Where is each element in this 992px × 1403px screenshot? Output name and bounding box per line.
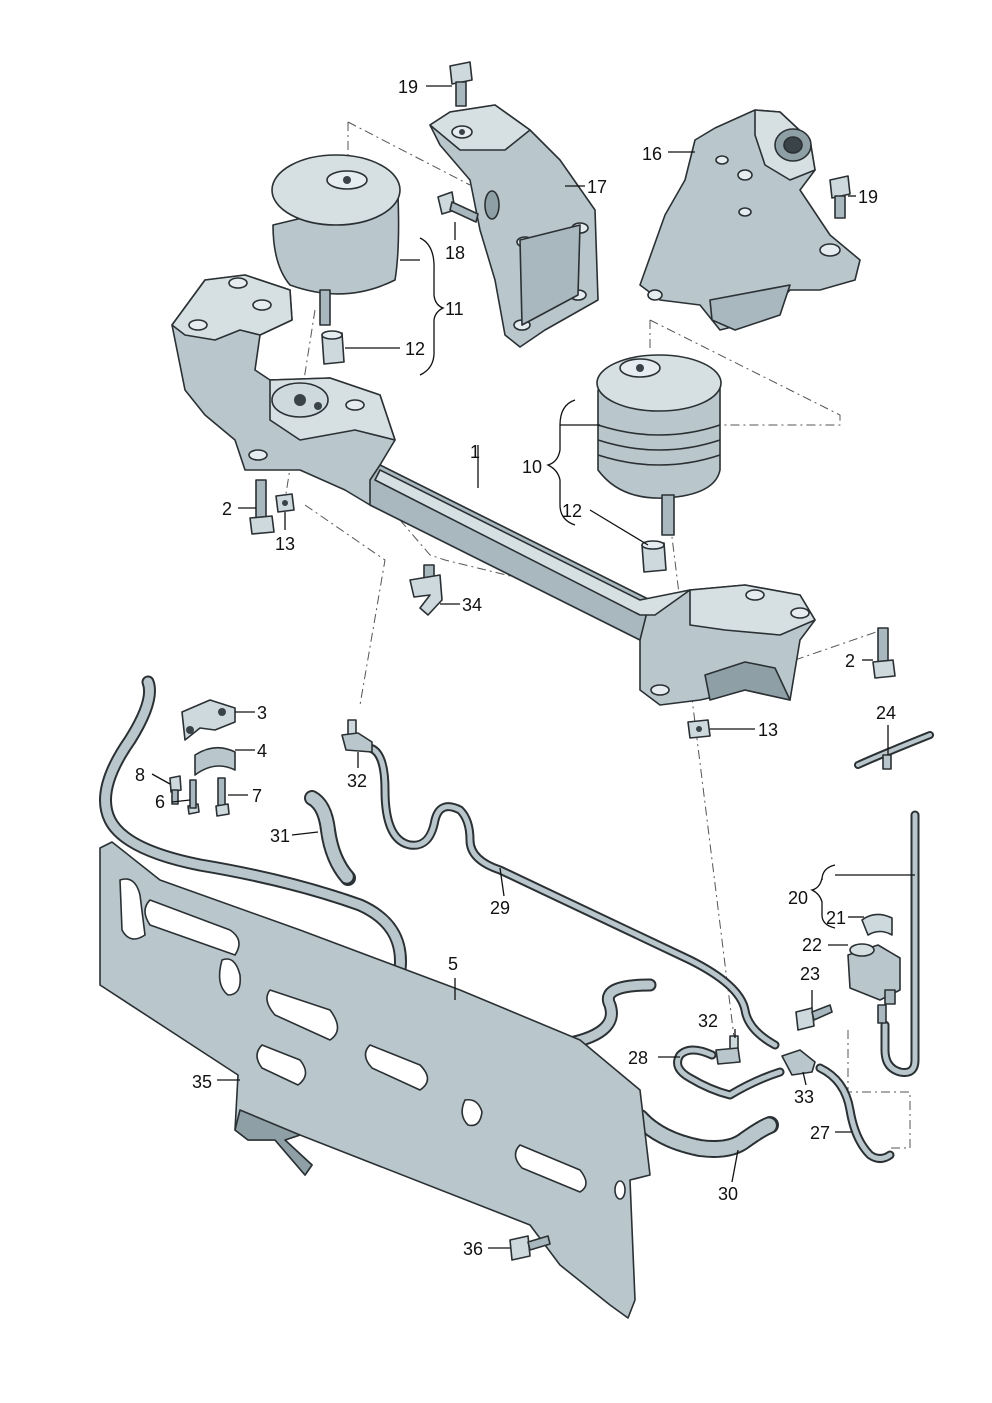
bolt-2-left [249,479,275,535]
label-34: 34 [462,595,482,615]
screw-6 [187,779,200,815]
connector-32-lower [715,1035,741,1065]
hose-28 [673,1045,785,1100]
label-36: 36 [463,1239,483,1259]
label-27: 27 [810,1123,830,1143]
brace-10 [546,399,576,526]
bolt-36 [509,1235,551,1261]
heat-shield-35 [99,841,651,1319]
label-23: 23 [800,964,820,984]
label-13-right: 13 [758,720,778,740]
label-18: 18 [445,243,465,263]
label-8: 8 [135,765,145,785]
screw-7 [215,777,230,817]
nut-13-right [687,719,711,739]
label-12-right: 12 [562,501,582,521]
label-16: 16 [642,144,662,164]
t-piece-24 [854,731,934,770]
nut-12-left [321,330,345,365]
valve-22 [847,943,901,1024]
bolt-23 [795,1004,833,1031]
connector-32-upper [341,719,373,753]
engine-bracket-16 [639,109,861,331]
label-5: 5 [448,954,458,974]
label-11: 11 [445,299,464,319]
label-28: 28 [628,1048,648,1068]
bolt-18 [437,191,479,223]
clip-21 [861,913,893,936]
label-32-lower: 32 [698,1011,718,1031]
hose-27 [815,1063,895,1163]
label-32-upper: 32 [347,771,367,791]
label-7: 7 [252,786,262,806]
label-35: 35 [192,1072,212,1092]
label-20: 20 [788,888,808,908]
label-21: 21 [826,908,846,928]
clip-34 [409,564,443,616]
label-30: 30 [718,1184,738,1204]
label-2-left: 2 [222,499,232,519]
label-1: 1 [470,442,480,462]
label-13-left: 13 [275,534,295,554]
vacuum-hose-5 [99,675,657,1053]
label-12-left: 12 [405,339,425,359]
part-labels: 19 16 17 19 18 11 12 10 1 12 2 13 34 2 1… [135,77,896,1259]
leader-lines [151,85,915,1249]
label-3: 3 [257,703,267,723]
engine-carrier-subframe [171,274,816,706]
engine-bracket-17 [429,104,599,348]
corrugated-hose-30 [631,1109,779,1158]
clamp-4 [194,746,236,776]
label-10: 10 [522,457,542,477]
bolt-2-right [872,627,896,679]
label-2-right: 2 [845,651,855,671]
bolt-19-right [829,175,851,219]
label-24: 24 [876,703,896,723]
corrugated-hose-31 [304,790,356,886]
label-29: 29 [490,898,510,918]
label-22: 22 [802,935,822,955]
label-19-top: 19 [398,77,418,97]
label-31: 31 [270,826,290,846]
hose-20 [880,810,920,1077]
engine-mount-right [596,354,722,536]
vacuum-hose-29 [365,743,780,1050]
bolt-19-top [449,61,473,107]
clamp-3 [181,699,236,741]
nut-12-right [641,540,667,573]
label-19-right: 19 [858,187,878,207]
screw-8 [169,775,182,805]
brace-20 [810,864,836,929]
nut-13-left [275,493,295,513]
label-6: 6 [155,792,165,812]
label-17: 17 [587,177,607,197]
label-33: 33 [794,1087,814,1107]
connector-33 [781,1049,816,1076]
engine-mount-left [271,154,401,326]
label-4: 4 [257,741,267,761]
brace-11 [419,237,445,376]
